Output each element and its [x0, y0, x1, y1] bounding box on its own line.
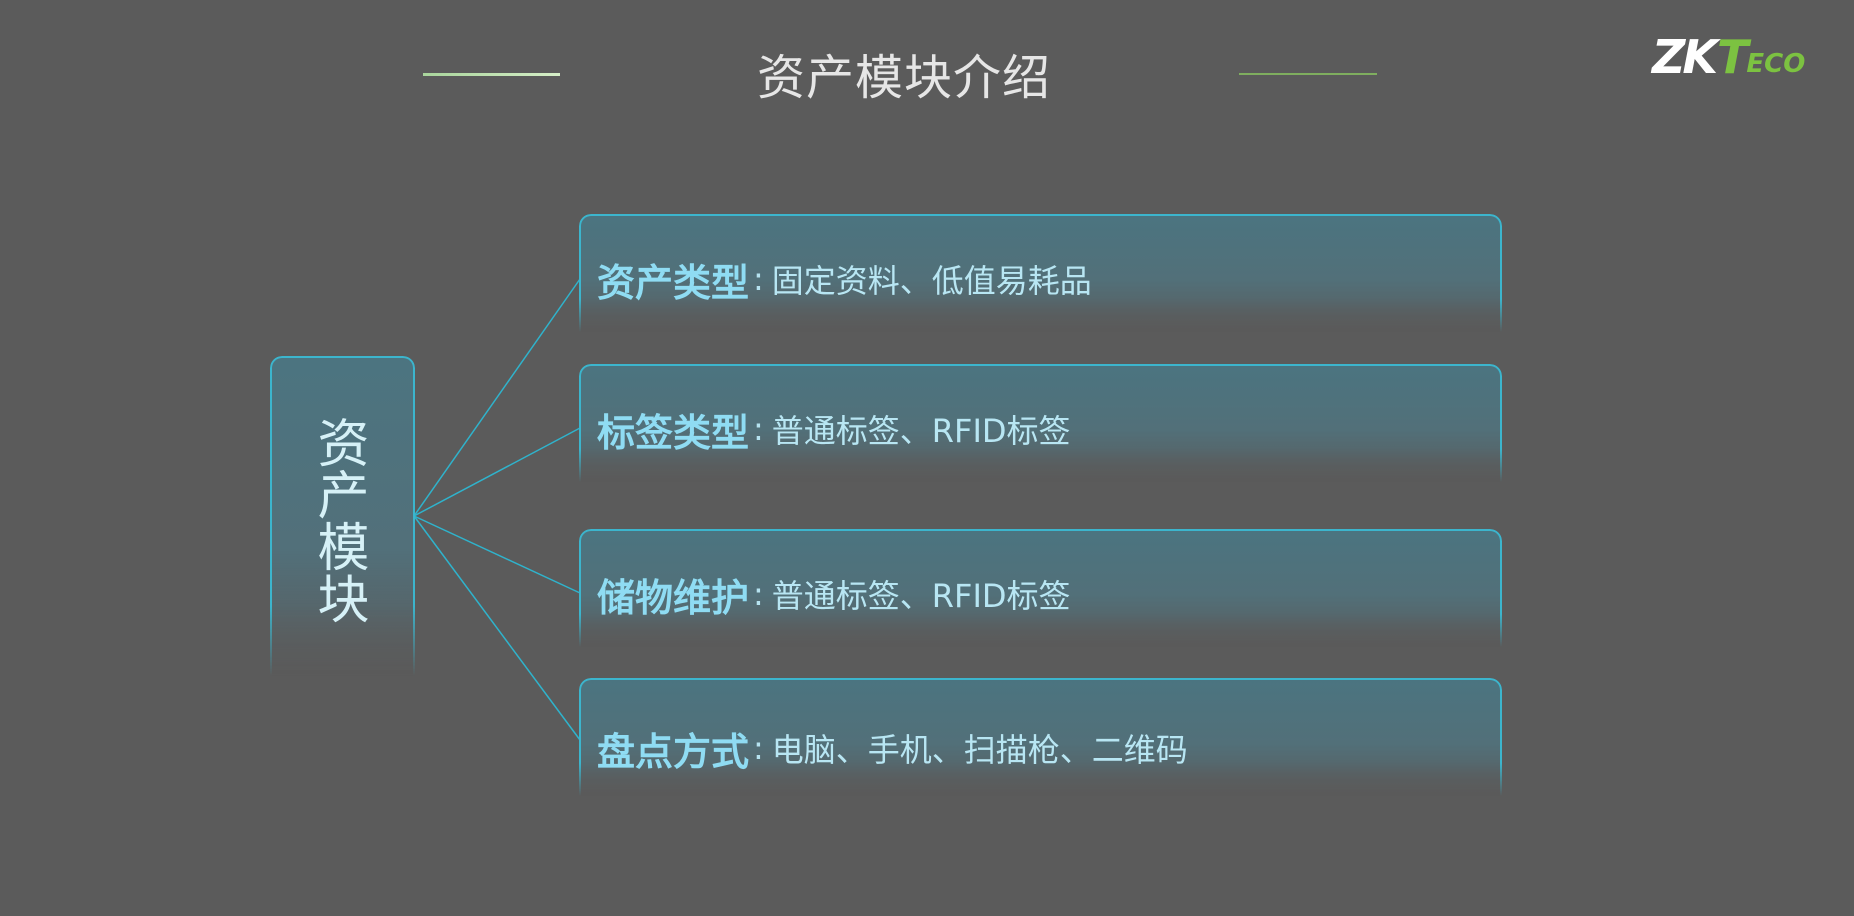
item-row-2: 标签类型 : 普通标签、RFID标签 — [597, 404, 1071, 455]
item-separator: : — [753, 729, 764, 767]
item-label: 标签类型 — [597, 410, 750, 455]
logo-main-text: ZK — [1652, 30, 1718, 84]
hub-label: 资产模块 — [308, 416, 368, 624]
page-title: 资产模块介绍 — [756, 50, 1051, 106]
item-label: 盘点方式 — [597, 729, 750, 774]
item-description: 普通标签、RFID标签 — [771, 412, 1071, 450]
item-box-4 — [579, 678, 1502, 796]
hub-box — [270, 356, 415, 676]
item-row-4: 盘点方式 : 电脑、手机、扫描枪、二维码 — [597, 723, 1188, 774]
item-row-3: 储物维护 : 普通标签、RFID标签 — [597, 569, 1071, 620]
logo-suffix-text: ECO — [1746, 49, 1806, 79]
company-logo: ZK T ECO — [1652, 30, 1805, 80]
item-label: 储物维护 — [597, 575, 750, 620]
item-description: 电脑、手机、扫描枪、二维码 — [771, 731, 1188, 769]
connector-line-3 — [413, 515, 581, 594]
connector-line-1 — [413, 278, 581, 517]
title-decoration-left — [423, 73, 560, 76]
title-decoration-right — [1239, 73, 1377, 75]
connector-line-2 — [413, 427, 581, 517]
logo-accent-text: T — [1717, 30, 1749, 84]
item-box-1 — [579, 214, 1502, 332]
item-separator: : — [753, 410, 764, 448]
item-row-1: 资产类型 : 固定资料、低值易耗品 — [597, 254, 1092, 305]
item-label: 资产类型 — [597, 260, 750, 305]
item-description: 固定资料、低值易耗品 — [771, 262, 1092, 300]
item-separator: : — [753, 260, 764, 298]
connector-line-4 — [413, 515, 581, 741]
item-description: 普通标签、RFID标签 — [771, 577, 1071, 615]
item-box-2 — [579, 364, 1502, 482]
item-box-3 — [579, 529, 1502, 647]
item-separator: : — [753, 575, 764, 613]
